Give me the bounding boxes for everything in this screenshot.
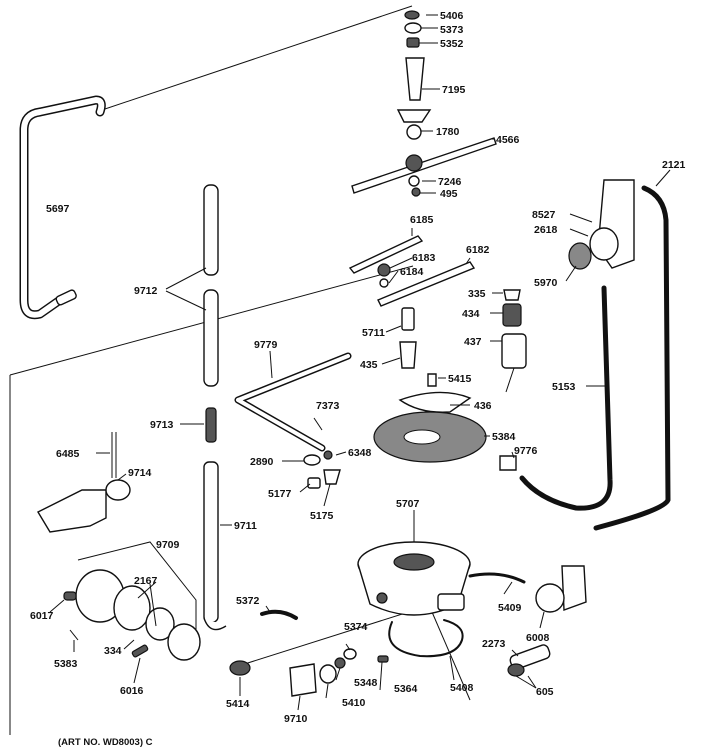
label-5374: 5374 (344, 621, 368, 633)
label-9711: 9711 (234, 520, 257, 532)
label-2890: 2890 (250, 456, 274, 468)
sump-small-parts (289, 643, 389, 711)
label-2167: 2167 (134, 575, 158, 587)
label-7195: 7195 (442, 84, 466, 96)
label-9779: 9779 (254, 339, 278, 351)
part-5697 (19, 95, 106, 320)
label-5707: 5707 (396, 498, 420, 510)
valve-small-parts (282, 450, 347, 507)
lower-spray-arms (348, 228, 476, 369)
label-5153: 5153 (552, 381, 576, 393)
vent-assembly (499, 169, 671, 531)
heater-bracket (37, 432, 131, 533)
label-5406: 5406 (440, 10, 464, 22)
label-6485: 6485 (56, 448, 80, 460)
label-435: 435 (360, 359, 378, 371)
label-9714: 9714 (128, 467, 152, 479)
label-5414: 5414 (226, 698, 250, 710)
label-2121: 2121 (662, 159, 686, 171)
label-605: 605 (536, 686, 554, 698)
label-5177: 5177 (268, 488, 292, 500)
label-5364: 5364 (394, 683, 418, 695)
label-434: 434 (462, 308, 480, 320)
art-number: (ART NO. WD8003) C (58, 737, 153, 748)
label-6017: 6017 (30, 610, 54, 622)
label-5408: 5408 (450, 682, 474, 694)
label-436: 436 (474, 400, 492, 412)
sump-5707 (357, 510, 526, 616)
part-labels: 5406 5373 5352 7195 1780 4566 7246 495 2… (30, 10, 686, 748)
pump-motor (49, 541, 201, 684)
label-9712: 9712 (134, 285, 158, 297)
upper-spray-parts (351, 10, 497, 197)
label-437: 437 (464, 336, 482, 348)
label-1780: 1780 (436, 126, 460, 138)
label-2273: 2273 (482, 638, 506, 650)
label-4566: 4566 (496, 134, 520, 146)
label-5372: 5372 (236, 595, 260, 607)
filter-parts (373, 391, 490, 463)
label-6016: 6016 (120, 685, 144, 697)
label-6008: 6008 (526, 632, 550, 644)
label-9710: 9710 (284, 713, 308, 725)
label-9713: 9713 (150, 419, 174, 431)
label-9709: 9709 (156, 539, 180, 551)
label-5383: 5383 (54, 658, 78, 670)
label-5384: 5384 (492, 431, 516, 443)
wash-tube (165, 184, 232, 631)
label-335: 335 (468, 288, 486, 300)
label-5348: 5348 (354, 677, 378, 689)
label-6348: 6348 (348, 447, 372, 459)
label-334: 334 (104, 645, 122, 657)
label-9776: 9776 (514, 445, 538, 457)
label-2618: 2618 (534, 224, 558, 236)
label-7373: 7373 (316, 400, 340, 412)
label-5352: 5352 (440, 38, 464, 50)
label-6184: 6184 (400, 266, 424, 278)
label-5410: 5410 (342, 697, 366, 709)
part-9779 (234, 350, 352, 452)
label-5175: 5175 (310, 510, 334, 522)
label-6185: 6185 (410, 214, 434, 226)
hoses (229, 605, 298, 696)
label-8527: 8527 (532, 209, 556, 221)
label-5373: 5373 (440, 24, 464, 36)
label-5711: 5711 (362, 327, 385, 339)
label-5697: 5697 (46, 203, 70, 215)
label-5415: 5415 (448, 373, 472, 385)
label-6183: 6183 (412, 252, 436, 264)
label-495: 495 (440, 188, 458, 200)
label-5409: 5409 (498, 602, 522, 614)
drain-parts (507, 565, 587, 689)
label-5970: 5970 (534, 277, 558, 289)
label-7246: 7246 (438, 176, 462, 188)
label-6182: 6182 (466, 244, 490, 256)
tower-parts (427, 289, 527, 393)
gasket-5408 (388, 619, 464, 681)
